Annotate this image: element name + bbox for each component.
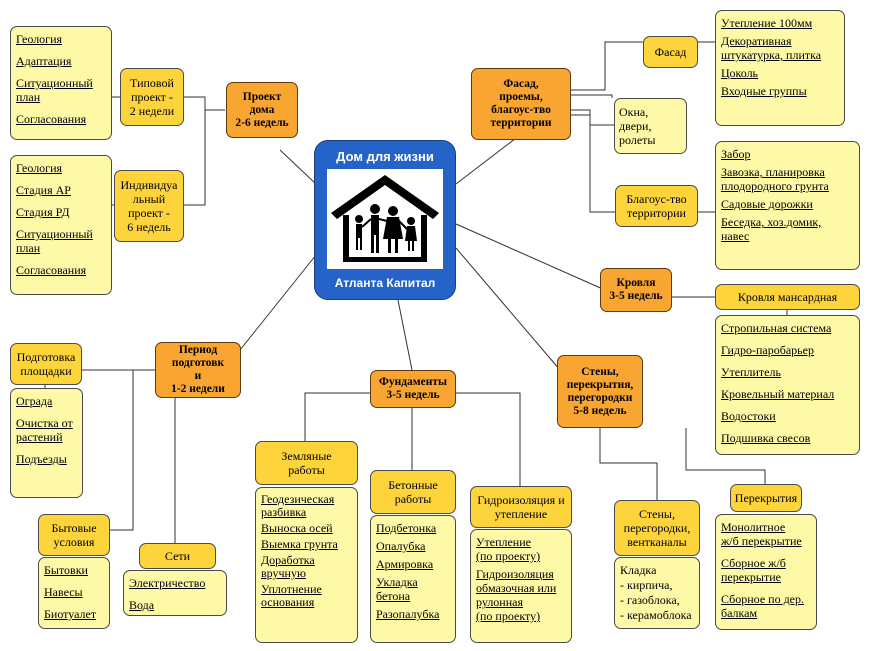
networks-list: Электричество Вода	[123, 570, 227, 616]
facade-main-node: Фасад, проемы, благоус-тво территории	[471, 68, 571, 140]
list-item: Ограда	[16, 394, 53, 408]
partitions-node: Стены, перегородки, вентканалы	[614, 500, 700, 556]
earthworks-node: Земляные работы	[255, 441, 358, 485]
slabs-list: Монолитное ж/б перекрытие Сборное ж/б пе…	[715, 514, 817, 630]
list-item: Геология	[16, 32, 63, 46]
list-item: Доработка вручную	[261, 553, 315, 580]
earthworks-list: Геодезическая разбивка Выноска осей Выем…	[255, 487, 358, 643]
list-item: Стропильная система	[721, 321, 832, 335]
list-item: Гидро-паробарьер	[721, 343, 814, 357]
landscaping-node: Благоус-тво территории	[615, 185, 698, 227]
list-item: Подъезды	[16, 452, 67, 466]
waterproofing-node: Гидроизоляция и утепление	[470, 486, 572, 528]
facade-list: Утепление 100мм Декоративная штукатурка,…	[715, 10, 845, 126]
list-item: Очистка от растений	[16, 416, 73, 444]
list-item: Утепление (по проекту)	[476, 535, 541, 563]
list-item: Биотуалет	[44, 607, 97, 621]
list-item: Опалубка	[376, 539, 426, 553]
list-item: Цоколь	[721, 66, 759, 80]
list-item: Укладка бетона	[376, 575, 418, 603]
list-item: Водостоки	[721, 409, 776, 423]
household-node: Бытовые условия	[38, 514, 110, 556]
list-item: Уплотнение основания	[261, 582, 322, 609]
concrete-node: Бетонные работы	[370, 470, 456, 514]
typical-project-node: Типовой проект - 2 недели	[120, 68, 184, 126]
landscaping-list: Забор Завозка, планировка плодородного г…	[715, 141, 860, 270]
list-item: Сборное ж/б перекрытие	[721, 556, 786, 584]
list-item: Садовые дорожки	[721, 197, 813, 211]
concrete-list: Подбетонка Опалубка Армировка Укладка бе…	[370, 515, 456, 643]
list-item: Ситуационный план	[16, 76, 93, 104]
list-item: Входные группы	[721, 84, 807, 98]
list-item: Утепление 100мм	[721, 16, 813, 30]
list-item: Геология	[16, 161, 63, 175]
partitions-list: Кладка - кирпича, - газоблока, - керамоб…	[614, 557, 700, 629]
list-item: Геодезическая разбивка	[261, 492, 335, 519]
slabs-node: Перекрытия	[730, 484, 802, 512]
list-item: Утеплитель	[721, 365, 781, 379]
list-item: Адаптация	[16, 54, 72, 68]
prep-period-node: Период подготовк и 1-2 недели	[155, 342, 241, 398]
list-item: Монолитное ж/б перекрытие	[721, 520, 802, 548]
roof-node: Кровля 3-5 недель	[600, 268, 672, 312]
facade-node: Фасад	[643, 36, 698, 68]
list-item: Кровельный материал	[721, 387, 835, 401]
list-item: Навесы	[44, 585, 83, 599]
list-item: Завозка, планировка плодородного грунта	[721, 165, 829, 193]
household-list: Бытовки Навесы Биотуалет	[38, 557, 110, 629]
list-item: Гидроизоляция обмазочная или рулонная (п…	[476, 567, 557, 623]
project-node: Проект дома 2-6 недель	[226, 82, 298, 138]
list-item: Согласования	[16, 112, 87, 126]
site-prep-node: Подготовка площадки	[10, 343, 82, 385]
foundation-node: Фундаменты 3-5 недель	[370, 370, 456, 408]
list-item: Бытовки	[44, 563, 88, 577]
mansard-roof-node: Кровля мансардная	[715, 284, 860, 310]
typical-project-list: Геология Адаптация Ситуационный план Сог…	[10, 26, 112, 140]
windows-node: Окна, двери, ролеты	[614, 98, 687, 154]
waterproofing-list: Утепление (по проекту) Гидроизоляция обм…	[470, 529, 572, 643]
networks-node: Сети	[139, 543, 216, 569]
list-item: Подшивка свесов	[721, 431, 811, 445]
individual-project-node: Индивидуа льный проект - 6 недель	[114, 170, 184, 242]
individual-project-list: Геология Стадия АР Стадия РД Ситуационны…	[10, 155, 112, 295]
list-item: Ситуационный план	[16, 227, 93, 255]
list-item: Сборное по дер. балкам	[721, 592, 805, 620]
walls-node: Стены, перекрытия, перегородки 5-8 недел…	[557, 355, 643, 428]
list-item: Вода	[129, 598, 155, 612]
center-subtitle: Атланта Капитал	[334, 276, 436, 290]
list-item: Подбетонка	[376, 521, 437, 535]
masonry-text: Кладка - кирпича, - газоблока, - керамоб…	[620, 563, 692, 622]
mansard-roof-list: Стропильная система Гидро-паробарьер Уте…	[715, 315, 860, 455]
list-item: Выемка грунта	[261, 537, 338, 551]
site-prep-list: Ограда Очистка от растений Подъезды	[10, 388, 83, 498]
family-house-icon	[327, 169, 443, 269]
list-item: Стадия РД	[16, 205, 70, 219]
list-item: Декоративная штукатурка, плитка	[721, 34, 822, 62]
list-item: Армировка	[376, 557, 434, 571]
list-item: Забор	[721, 147, 751, 161]
list-item: Электричество	[129, 576, 206, 590]
list-item: Разопалубка	[376, 607, 440, 621]
list-item: Выноска осей	[261, 521, 333, 535]
list-item: Согласования	[16, 263, 87, 277]
list-item: Беседка, хоз.домик, навес	[721, 215, 822, 243]
center-node: Дом для жизни	[314, 140, 456, 300]
list-item: Стадия АР	[16, 183, 71, 197]
center-title: Дом для жизни	[336, 149, 434, 164]
